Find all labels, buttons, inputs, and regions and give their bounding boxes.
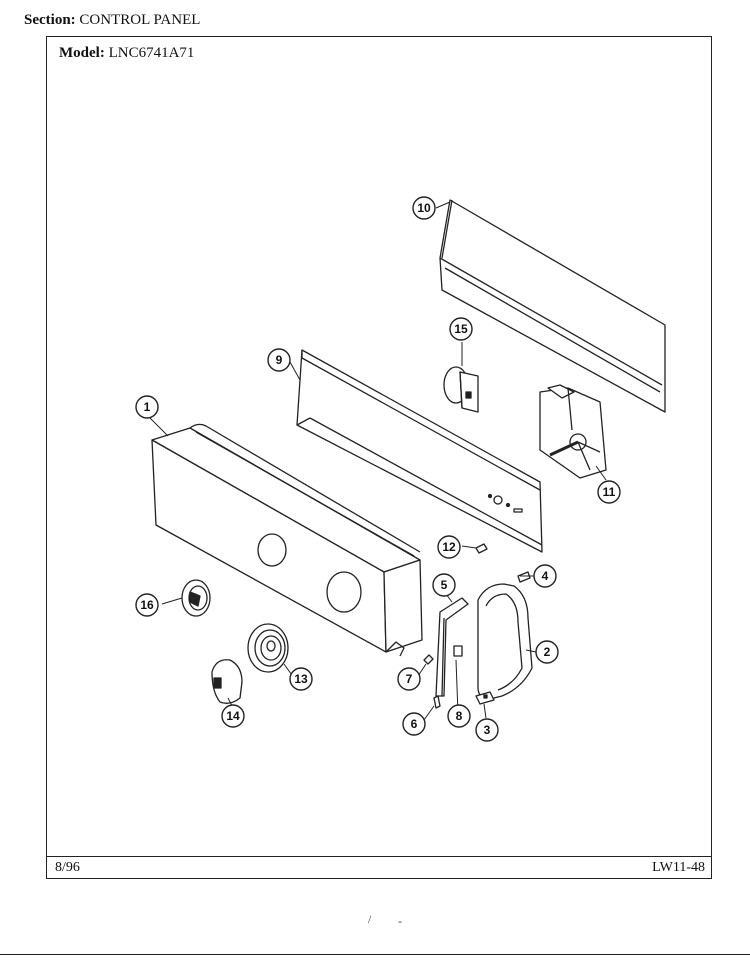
callout-1: 1 (135, 395, 159, 419)
callout-11: 11 (597, 480, 621, 504)
svg-text:7: 7 (406, 672, 413, 686)
svg-text:9: 9 (276, 353, 283, 367)
part-10-rear-panel (439, 199, 666, 413)
callout-3: 3 (475, 718, 499, 742)
section-label: Section: (24, 12, 76, 28)
part-8-clip (453, 645, 463, 657)
callout-6: 6 (402, 712, 426, 736)
svg-text:2: 2 (544, 645, 551, 659)
svg-text:1: 1 (144, 400, 151, 414)
callout-16: 16 (135, 593, 159, 617)
svg-text:10: 10 (417, 201, 431, 215)
footer-code: LW11-48 (652, 860, 705, 875)
model-label: Model: (59, 45, 105, 61)
callout-7: 7 (397, 667, 421, 691)
part-2-end-cap (477, 583, 533, 701)
callout-5: 5 (432, 573, 456, 597)
svg-text:3: 3 (484, 723, 491, 737)
part-9-panel-back (296, 349, 543, 553)
svg-text:11: 11 (603, 485, 616, 499)
part-15-bracket (443, 366, 479, 413)
callout-10: 10 (412, 196, 436, 220)
svg-text:5: 5 (441, 578, 448, 592)
part-4-clip (517, 571, 531, 583)
section-title: Section: CONTROL PANEL (24, 12, 200, 29)
section-value: CONTROL PANEL (79, 12, 201, 28)
svg-text:12: 12 (442, 540, 456, 554)
svg-text:15: 15 (454, 322, 468, 336)
page-bottom-rule (0, 954, 750, 955)
part-6-screw (433, 695, 441, 709)
callout-2: 2 (535, 640, 559, 664)
footer-date: 8/96 (55, 860, 80, 875)
footer-divider (47, 856, 711, 857)
svg-text:4: 4 (542, 569, 549, 583)
part-3-bracket-clip (475, 691, 495, 705)
part-5-trim (435, 597, 469, 697)
svg-text:16: 16 (140, 598, 154, 612)
part-11-timer (539, 384, 607, 479)
callout-14: 14 (221, 704, 245, 728)
svg-text:13: 13 (294, 672, 308, 686)
model-title: Model: LNC6741A71 (59, 45, 194, 62)
callout-9: 9 (267, 348, 291, 372)
part-1-console (151, 423, 423, 657)
part-7-screw (423, 654, 434, 665)
part-14-knob (211, 659, 243, 704)
svg-text:6: 6 (411, 717, 418, 731)
svg-text:8: 8 (456, 709, 463, 723)
part-16-bezel (181, 579, 211, 617)
callout-8: 8 (447, 704, 471, 728)
part-13-dial (247, 623, 289, 673)
callout-15: 15 (449, 317, 473, 341)
scan-artifact-1: / (368, 912, 372, 926)
diagram-frame: Model: LNC6741A71 8/96 LW11-48 (46, 36, 712, 879)
part-12-screw (475, 543, 488, 554)
scan-artifact-2: - (398, 914, 402, 928)
model-value: LNC6741A71 (108, 45, 195, 61)
svg-text:14: 14 (226, 709, 240, 723)
callout-13: 13 (289, 667, 313, 691)
callout-4: 4 (533, 564, 557, 588)
callout-12: 12 (437, 535, 461, 559)
